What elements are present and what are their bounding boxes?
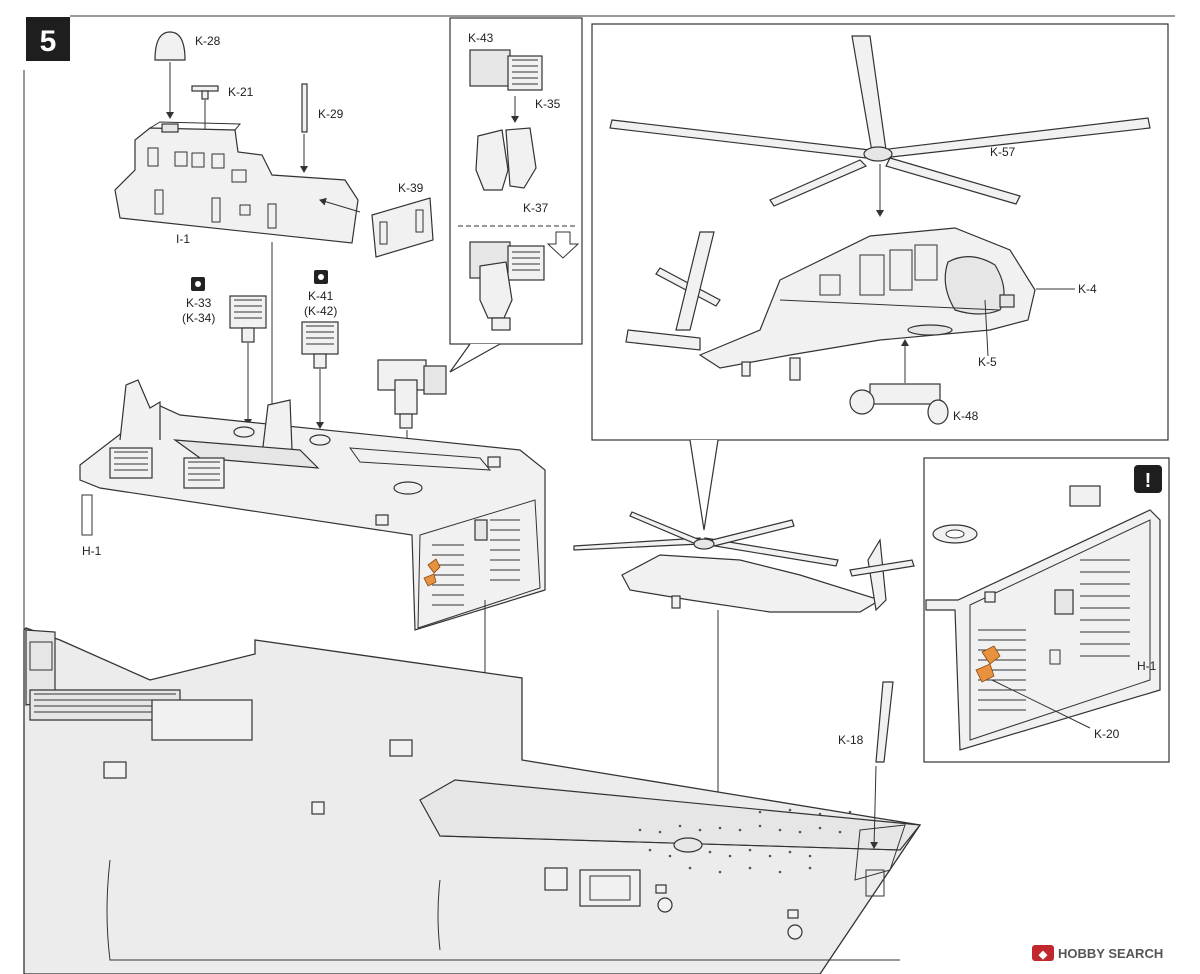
- warning-icon: !: [1145, 470, 1152, 492]
- panel-ciws-detail: [449, 17, 583, 373]
- glue-icon-k41: [314, 270, 328, 284]
- label-k34: (K-34): [182, 311, 215, 325]
- label-k57: K-57: [990, 145, 1016, 159]
- part-hull-main: [23, 627, 922, 974]
- deck-dot-grid: [638, 808, 852, 874]
- label-k18: K-18: [838, 733, 864, 747]
- part-k28-dome: [154, 31, 186, 119]
- watermark: ◆ HOBBY SEARCH: [1032, 945, 1163, 961]
- panel-helicopter-detail: [591, 23, 1169, 531]
- step-number: 5: [40, 25, 57, 58]
- leader-k5: [984, 299, 989, 357]
- label-k39: K-39: [398, 181, 424, 195]
- part-ciws-assembly: [377, 359, 447, 481]
- label-k48: K-48: [953, 409, 979, 423]
- label-k37: K-37: [523, 201, 549, 215]
- label-k42: (K-42): [304, 304, 337, 318]
- part-k57-rotor: [609, 35, 1151, 217]
- label-k29: K-29: [318, 107, 344, 121]
- part-k29-antenna: [300, 83, 308, 173]
- label-i1: I-1: [176, 232, 190, 246]
- label-k5: K-5: [978, 355, 997, 369]
- step-badge: 5: [26, 17, 70, 61]
- part-h1-deck-module: [79, 379, 546, 631]
- label-k20: K-20: [1094, 727, 1120, 741]
- svg-text:◆: ◆: [1038, 949, 1048, 961]
- label-k21: K-21: [228, 85, 254, 99]
- label-k4: K-4: [1078, 282, 1097, 296]
- part-k18-antenna: [870, 681, 894, 849]
- part-k33-launcher: [229, 295, 267, 426]
- label-k35: K-35: [535, 97, 561, 111]
- part-k48-wheels: [849, 339, 949, 425]
- part-helicopter-assembled: [573, 511, 915, 831]
- label-k41: K-41: [308, 289, 334, 303]
- panel-warning-detail: [923, 457, 1170, 763]
- label-k43: K-43: [468, 31, 494, 45]
- label-k28: K-28: [195, 34, 221, 48]
- part-helicopter-body: [625, 227, 1036, 381]
- glue-icon-k33: [191, 277, 205, 291]
- label-h1-main: H-1: [82, 544, 102, 558]
- part-k39-plate: [319, 197, 434, 258]
- label-k33: K-33: [186, 296, 212, 310]
- part-k41-launcher: [301, 321, 339, 429]
- watermark-text: HOBBY SEARCH: [1058, 946, 1163, 961]
- part-i1-superstructure: [114, 121, 359, 463]
- warning-badge: !: [1134, 465, 1162, 493]
- label-h1-detail: H-1: [1137, 659, 1157, 673]
